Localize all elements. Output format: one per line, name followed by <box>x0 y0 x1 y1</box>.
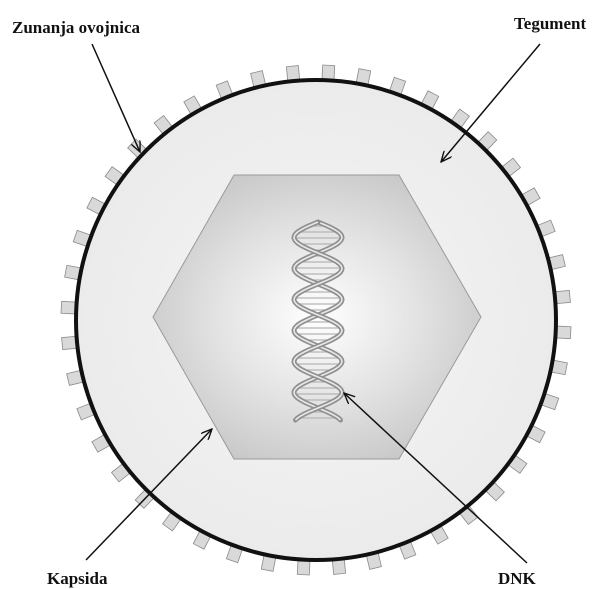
capsid-label: Kapsida <box>47 569 108 588</box>
dna-label: DNK <box>498 569 537 588</box>
envelope-label: Zunanja ovojnica <box>12 18 140 37</box>
tegument-label: Tegument <box>514 14 586 33</box>
envelope-arrow <box>92 44 140 152</box>
